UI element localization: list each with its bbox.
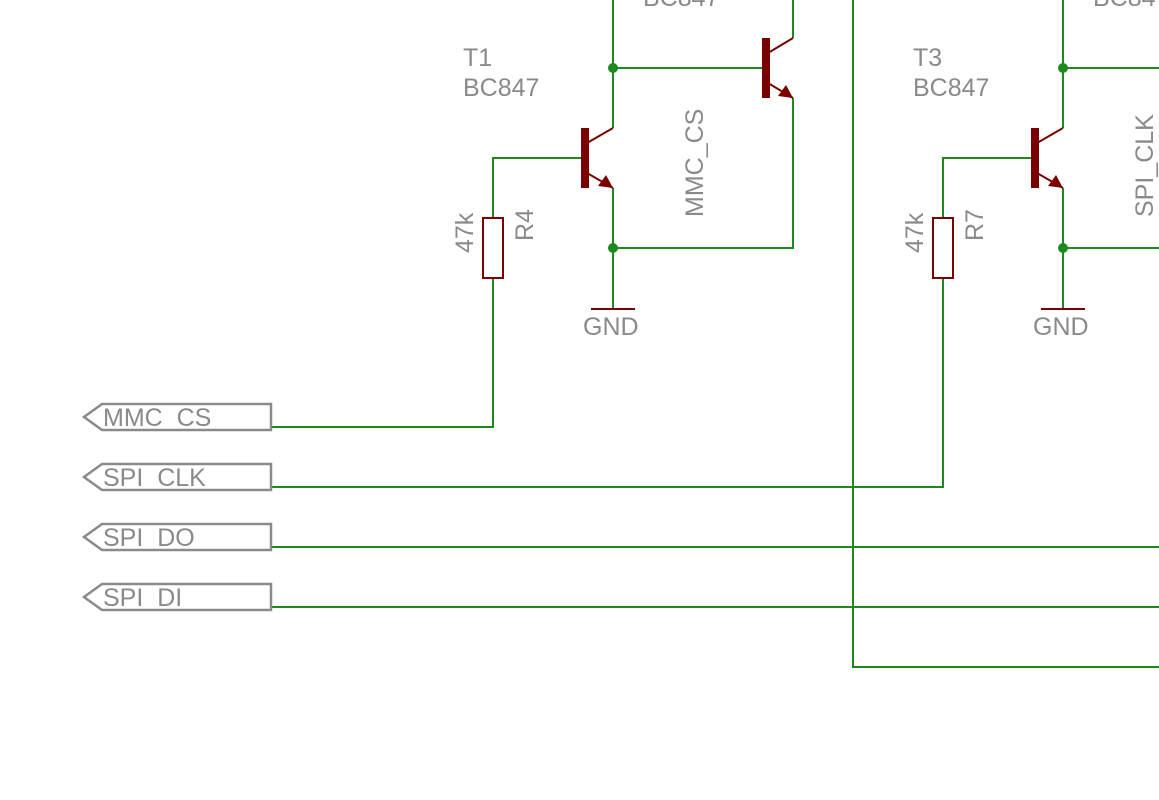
port-spi-di[interactable]: SPI_DI — [81, 582, 273, 612]
r4-value: 47k — [451, 212, 479, 253]
resistor-r4[interactable]: 47k R4 — [451, 209, 539, 279]
port-flag-icon — [81, 582, 273, 612]
transistor-t4[interactable]: BC847 — [1093, 0, 1159, 12]
transistor-t1[interactable]: T1 BC847 — [463, 44, 614, 189]
r4-body — [482, 217, 504, 279]
ground-symbol-1[interactable]: GND — [583, 308, 639, 341]
junction-dot — [608, 243, 618, 253]
port-mmc-cs[interactable]: MMC_CS — [81, 402, 273, 432]
wire-r4-to-t1-base — [492, 157, 583, 218]
port-label: MMC_CS — [103, 404, 211, 432]
t1-name: T1 — [463, 44, 492, 72]
t2-collector-lead — [767, 37, 794, 54]
r7-name: R7 — [961, 209, 989, 241]
port-flag-icon — [81, 402, 273, 432]
junction-dot — [608, 63, 618, 73]
port-flag-icon — [81, 462, 273, 492]
port-label: SPI_DI — [103, 584, 182, 612]
junction-dot — [1058, 63, 1068, 73]
t4-value: BC847 — [1093, 0, 1159, 12]
port-label: SPI_CLK — [103, 464, 206, 492]
wire-mmc-cs — [272, 278, 494, 428]
resistor-r7[interactable]: 47k R7 — [901, 209, 989, 279]
wire-spi-clk — [272, 278, 944, 488]
junction-dot — [1058, 243, 1068, 253]
port-label: SPI_DO — [103, 524, 195, 552]
t1-collector-lead — [586, 127, 614, 144]
net-label-mmc-cs: MMC_CS — [681, 109, 709, 217]
t1-value: BC847 — [463, 74, 539, 102]
t2-value: BC847 — [643, 0, 719, 12]
ground-label: GND — [1033, 313, 1089, 341]
transistor-t3[interactable]: T3 BC847 — [913, 44, 1064, 189]
port-spi-do[interactable]: SPI_DO — [81, 522, 273, 552]
port-spi-clk[interactable]: SPI_CLK — [81, 462, 273, 492]
t3-name: T3 — [913, 44, 942, 72]
wire-t2-collector — [613, 98, 794, 249]
t1-emitter-arrow — [598, 175, 613, 188]
t3-value: BC847 — [913, 74, 989, 102]
net-label-spi-clk: SPI_CLK — [1131, 114, 1159, 217]
transistor-t2[interactable]: BC847 — [643, 0, 794, 99]
junctions — [608, 63, 1068, 253]
wire-vertical-bus — [852, 0, 1159, 668]
t3-emitter-arrow — [1048, 175, 1063, 188]
port-flag-icon — [81, 522, 273, 552]
wire-r7-to-t3-base — [942, 157, 1033, 218]
wires — [272, 0, 1159, 668]
t3-collector-lead — [1036, 127, 1064, 144]
t2-emitter-arrow — [778, 85, 793, 98]
r7-value: 47k — [901, 212, 929, 253]
ground-symbol-2[interactable]: GND — [1033, 308, 1089, 341]
r4-name: R4 — [511, 209, 539, 241]
ground-label: GND — [583, 313, 639, 341]
r7-body — [932, 217, 954, 279]
